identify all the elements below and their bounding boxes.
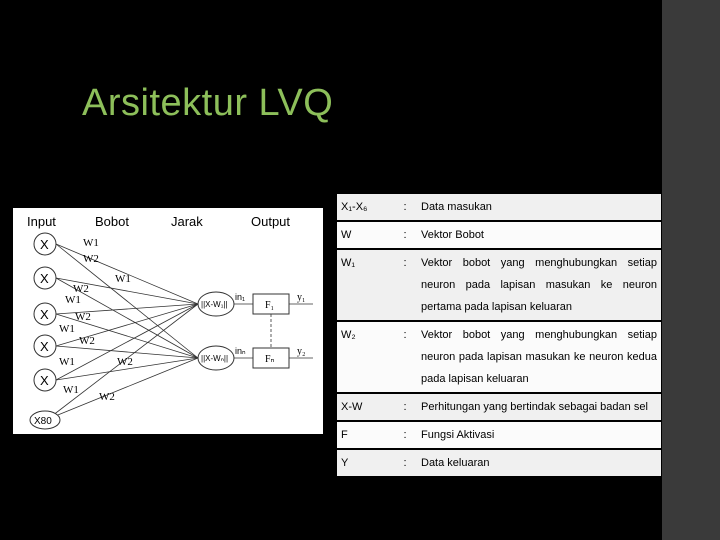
- definition-description: Vektor bobot yang menghubungkan setiap n…: [417, 322, 661, 392]
- input-node-5: X: [40, 373, 49, 388]
- distance-node-2-shape: [197, 345, 235, 371]
- input-node-6: X80: [34, 416, 52, 427]
- definition-description: Perhitungan yang bertindak sebagai badan…: [417, 394, 661, 420]
- lvq-architecture-diagram: Input Bobot Jarak Output X X X X: [13, 208, 323, 434]
- definition-colon: :: [393, 422, 417, 448]
- definition-symbol: X-W: [337, 394, 393, 420]
- output-label-2: y₂: [297, 346, 306, 357]
- definitions-table: X₁-X₆ : Data masukan W : Vektor Bobot W₁…: [337, 192, 661, 478]
- weight-label: W2: [73, 283, 89, 295]
- weight-label: W2: [83, 253, 99, 265]
- definition-symbol: X₁-X₆: [337, 194, 393, 220]
- input-node-3: X: [40, 307, 49, 322]
- definition-row: F : Fungsi Aktivasi: [337, 422, 661, 448]
- weight-label: W2: [79, 335, 95, 347]
- right-sidebar-bar: [662, 0, 720, 540]
- definition-symbol: F: [337, 422, 393, 448]
- input-node-1: X: [40, 237, 49, 252]
- distance-node-1-shape: [197, 291, 235, 317]
- definition-row: W₁ : Vektor bobot yang menghubungkan set…: [337, 250, 661, 320]
- definition-symbol: W₁: [337, 250, 393, 320]
- connection-lines: [47, 243, 313, 420]
- definition-description: Data masukan: [417, 194, 661, 220]
- distance-node-1: ||X-W₁||: [201, 300, 228, 309]
- in-label-2: inₙ: [235, 346, 246, 356]
- weight-labels: W1 W2 W1 W2 W1 W2 W1 W2 W1 W2 W1 W2: [59, 237, 133, 403]
- weight-label: W2: [75, 311, 91, 323]
- definition-symbol: W: [337, 222, 393, 248]
- definition-row: X₁-X₆ : Data masukan: [337, 194, 661, 220]
- definition-colon: :: [393, 194, 417, 220]
- in-label-1: in₁: [235, 292, 245, 302]
- weight-label: W1: [59, 323, 75, 335]
- diagram-svg: Input Bobot Jarak Output X X X X: [27, 214, 313, 430]
- header-input: Input: [27, 214, 56, 229]
- definition-description: Vektor Bobot: [417, 222, 661, 248]
- input-node-4: X: [40, 339, 49, 354]
- definition-colon: :: [393, 322, 417, 392]
- activation-box-1: [252, 293, 290, 315]
- definition-colon: :: [393, 450, 417, 476]
- definition-colon: :: [393, 394, 417, 420]
- input-node-2: X: [40, 271, 49, 286]
- weight-label: W1: [65, 294, 81, 306]
- weight-label: W1: [63, 384, 79, 396]
- activation-label-2: Fₙ: [265, 354, 275, 365]
- header-output: Output: [251, 214, 290, 229]
- definition-description: Data keluaran: [417, 450, 661, 476]
- header-jarak: Jarak: [171, 214, 203, 229]
- definition-row: Y : Data keluaran: [337, 450, 661, 476]
- distance-node-2: ||X-Wₙ||: [201, 354, 228, 363]
- weight-label: W2: [117, 356, 133, 368]
- definition-row: X-W : Perhitungan yang bertindak sebagai…: [337, 394, 661, 420]
- header-bobot: Bobot: [95, 214, 129, 229]
- weight-label: W2: [99, 391, 115, 403]
- definition-row: W : Vektor Bobot: [337, 222, 661, 248]
- definition-description: Fungsi Aktivasi: [417, 422, 661, 448]
- slide-title: Arsitektur LVQ: [82, 82, 334, 124]
- weight-label: W1: [115, 273, 131, 285]
- activation-box-2: [252, 347, 290, 369]
- weight-label: W1: [83, 237, 99, 249]
- weight-label: W1: [59, 356, 75, 368]
- definition-row: W₂ : Vektor bobot yang menghubungkan set…: [337, 322, 661, 392]
- output-label-1: y₁: [297, 292, 306, 303]
- definition-colon: :: [393, 222, 417, 248]
- definition-description: Vektor bobot yang menghubungkan setiap n…: [417, 250, 661, 320]
- definition-symbol: Y: [337, 450, 393, 476]
- definition-colon: :: [393, 250, 417, 320]
- definition-symbol: W₂: [337, 322, 393, 392]
- activation-label-1: F₁: [265, 300, 274, 311]
- input-nodes: X X X X X X80: [29, 232, 61, 430]
